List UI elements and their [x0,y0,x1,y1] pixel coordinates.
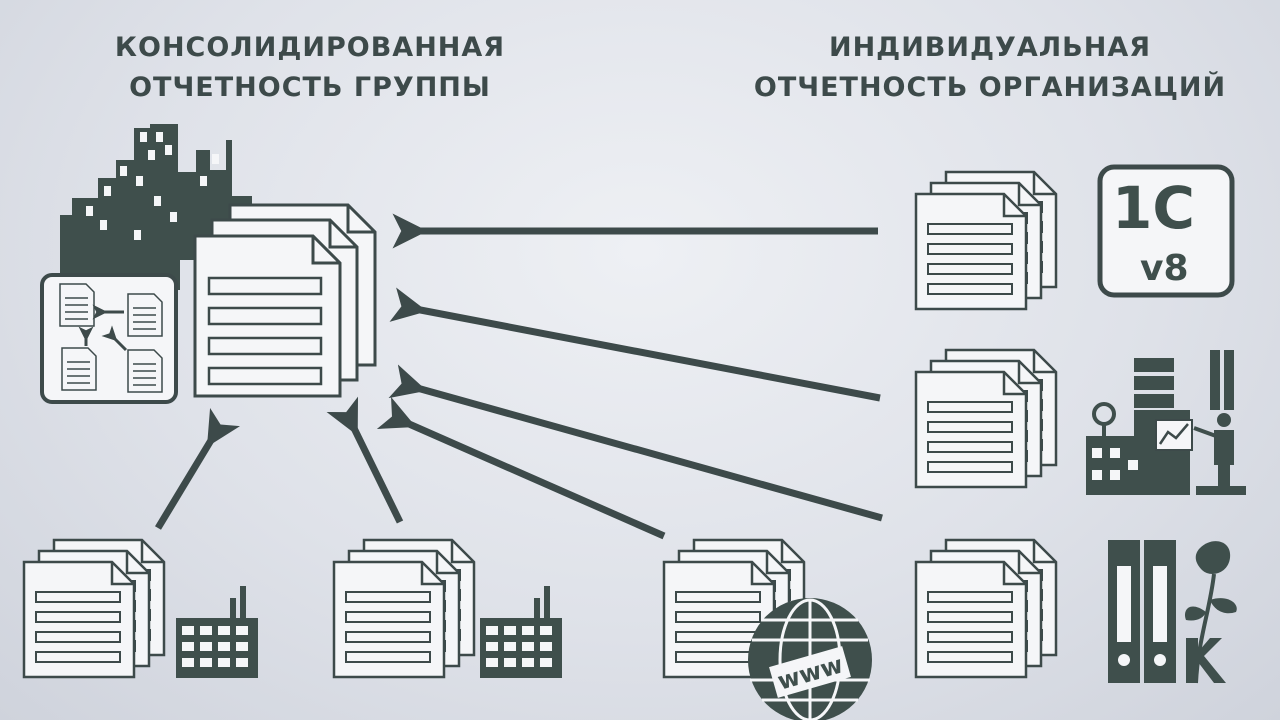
globe-www-icon: www [748,598,872,720]
arrow-from-office-2 [326,396,404,524]
factory-with-presenter-icon [1086,350,1246,495]
office-building-icon-1 [176,586,258,678]
1c-v8-logo-icon: 1С v8 [1097,164,1235,298]
individual-heading-line-1: ИНДИВИДУАЛЬНАЯ [828,32,1152,63]
1c-document-stack-icon [914,170,1058,311]
consolidated-document-stack-icon [193,203,377,398]
consolidated-reporting-heading: КОНСОЛИДИРОВАННАЯ ОТЧЕТНОСТЬ ГРУППЫ [40,28,580,108]
arrow-from-archive [388,364,883,522]
arrow-from-factory [389,287,881,402]
individual-heading-line-2: ОТЧЕТНОСТЬ ОРГАНИЗАЦИЙ [753,72,1227,103]
binders-and-rose-icon [1108,540,1237,684]
1c-brand-text: 1С [1112,174,1195,242]
consolidation-scheme-icon [40,273,178,404]
1c-version-text: v8 [1140,248,1189,289]
arrow-from-office-1 [155,407,241,530]
archive-document-stack-icon [914,538,1058,679]
individual-reporting-heading: ИНДИВИДУАЛЬНАЯ ОТЧЕТНОСТЬ ОРГАНИЗАЦИЙ [700,28,1280,108]
office-1-document-stack-icon [22,538,166,679]
consolidated-heading-line-1: КОНСОЛИДИРОВАННАЯ [114,32,506,63]
arrow-from-web [376,396,666,540]
consolidated-heading-line-2: ОТЧЕТНОСТЬ ГРУППЫ [129,72,491,103]
office-2-document-stack-icon [332,538,476,679]
office-building-icon-2 [480,586,562,678]
factory-document-stack-icon [914,348,1058,489]
